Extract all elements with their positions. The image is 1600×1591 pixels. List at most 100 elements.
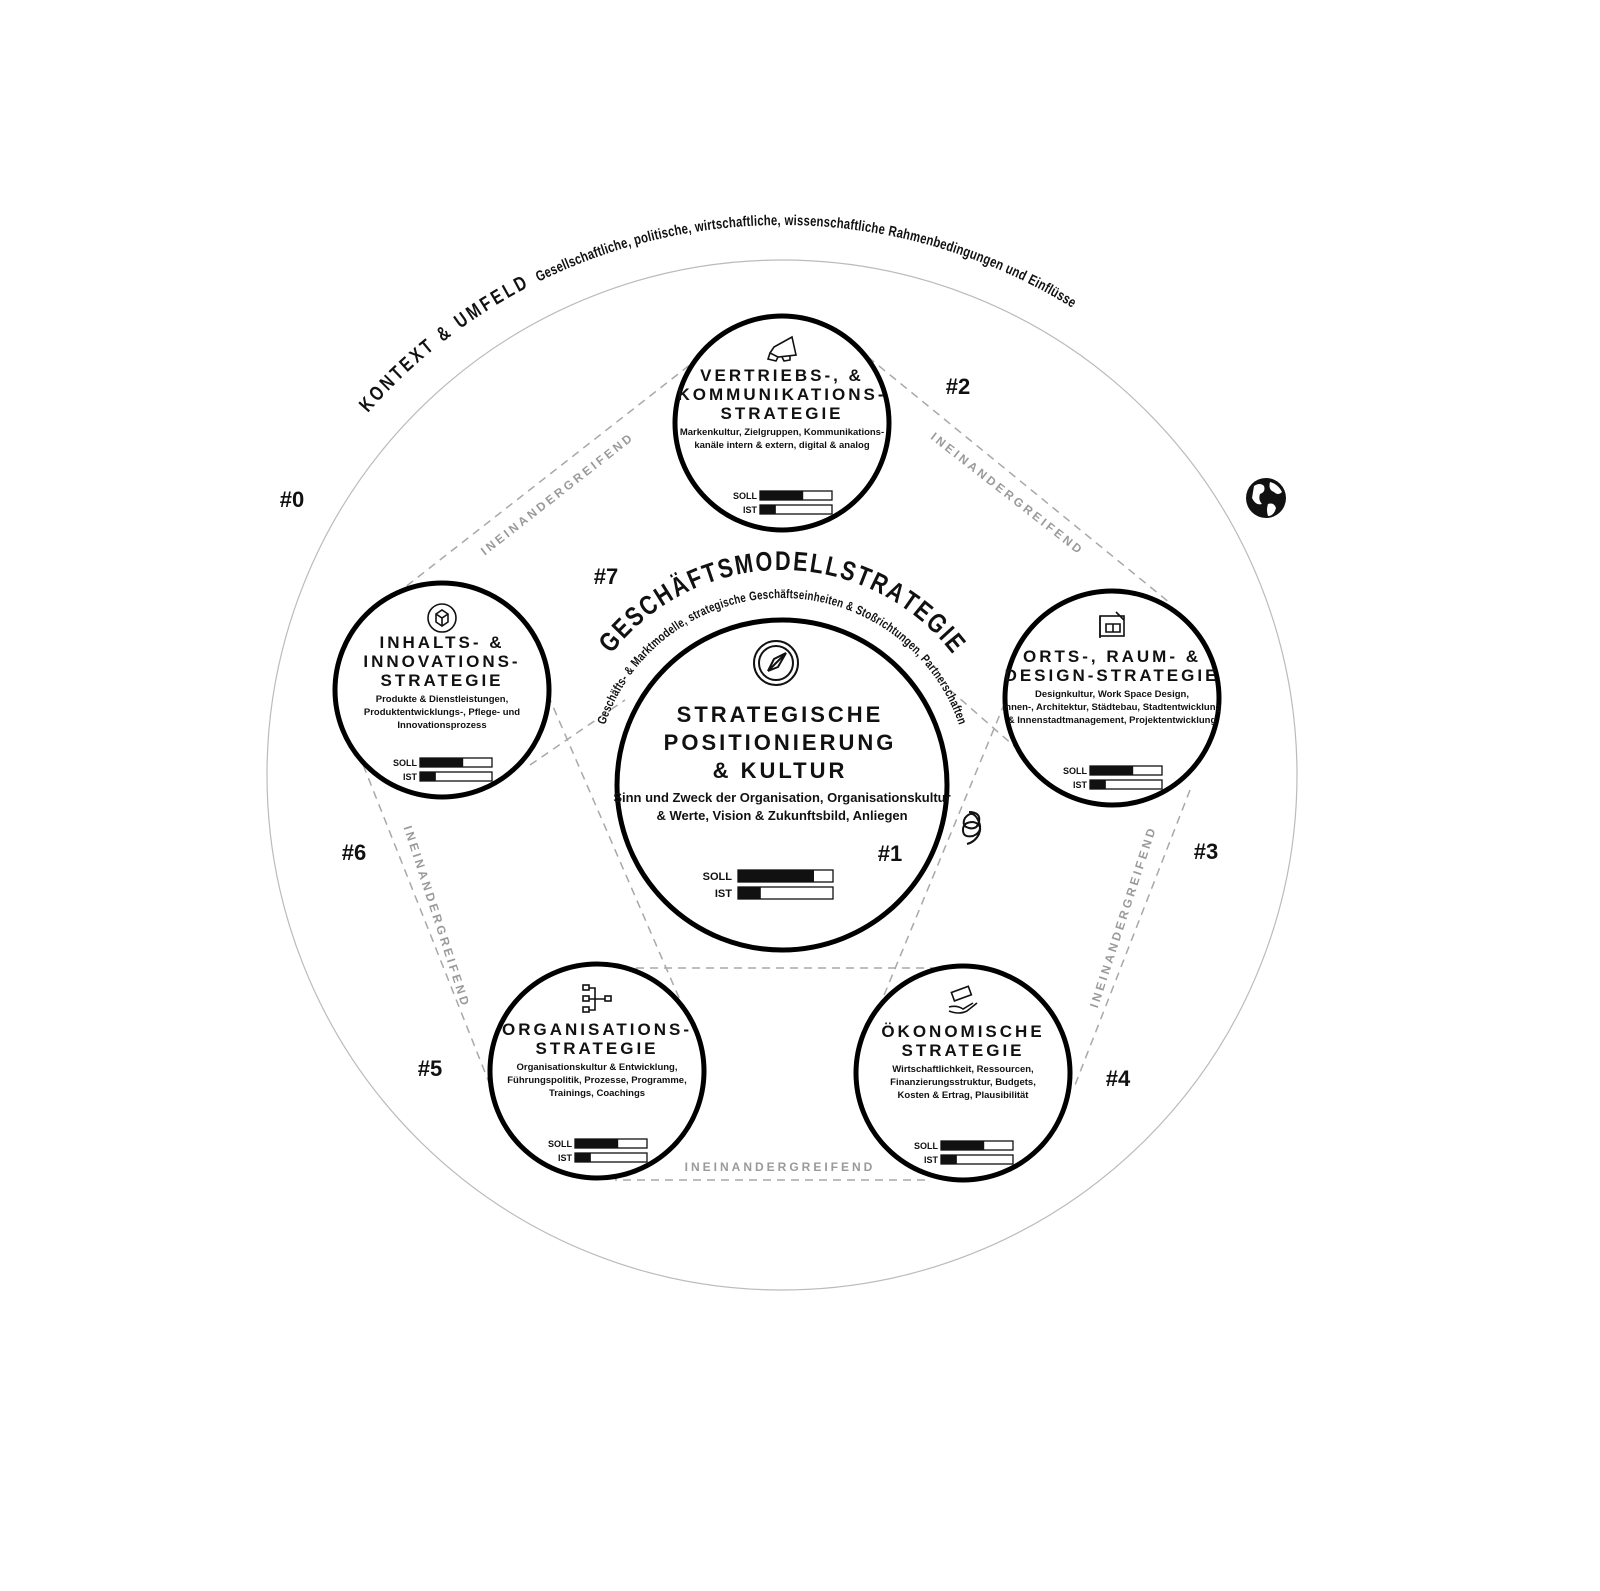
arc-letter: c [768,588,774,602]
arc-letter: l [599,241,607,258]
arc-letter: i [602,240,610,257]
arc-letter: s [803,212,810,229]
center-title-line: & KULTUR [713,758,848,783]
innovation-cycle-icon [427,603,457,633]
strategy-title-line: VERTRIEBS-, & [700,366,864,385]
arc-letter: l [670,621,680,634]
ist-label: IST [715,888,732,900]
bar-fill [941,1141,985,1150]
ist-bar [419,771,493,782]
arc-letter: , [680,615,689,628]
bar-fill [760,491,804,500]
number-1: #1 [878,841,902,866]
strategy-circle-3: ORTS-, RAUM- &DESIGN-STRATEGIEDesignkult… [1002,588,1222,808]
arc-letter: D [775,547,791,577]
strategy-desc-line: Produkte & Dienstleistungen, [376,694,509,705]
arc-letter: e [798,589,805,603]
arc-letter: e [830,595,839,609]
strategy-desc-line: Organisationskultur & Entwicklung, [517,1062,678,1073]
arc-letter: t [691,609,700,623]
soll-label: SOLL [914,1141,939,1151]
bar-fill [738,887,761,899]
arc-letter: a [698,604,709,619]
arc-letter: t [595,242,605,259]
arc-letter: i [793,212,797,229]
arc-letter: h [612,236,624,254]
strategy-title-line: STRATEGIE [901,1041,1024,1060]
arc-letter: ß [868,611,880,626]
arc-letter: t [859,606,868,620]
arc-letter: r [937,679,951,690]
arc-letter: f [611,684,624,694]
number-6: #6 [342,840,366,865]
soll-label: SOLL [393,758,418,768]
arc-letter: O [754,547,773,578]
arc-letter: t [746,213,751,230]
arc-letter: l [559,256,568,273]
arc-letter: h [944,693,959,705]
arc-letter: e [756,589,763,603]
arc-letter: a [843,215,852,232]
strategy-ring [672,313,892,533]
center-title-line: POSITIONIERUNG [664,730,897,755]
arc-letter: s [762,588,769,602]
arc-letter: e [918,229,928,247]
number-4: #4 [1106,1066,1131,1091]
arc-letter: i [703,217,708,234]
ist-label: IST [403,772,418,782]
arc-letter: , [777,212,780,229]
arc-letter: h [673,221,683,239]
arc-letter: e [598,709,612,719]
context-circle [266,259,1298,1291]
blueprint-icon [1099,611,1125,638]
bar-fill [1090,766,1134,775]
arc-letter: e [952,711,966,721]
arc-letter: n [954,716,969,726]
soll-label: SOLL [703,871,733,883]
number-2: #2 [946,374,970,399]
arc-letter: i [824,593,830,607]
arc-letter: w [784,212,795,229]
arc-letter: f [786,588,790,601]
arc-letter: n [954,240,966,258]
strategy-ring [487,961,707,1181]
arc-letter: c [727,594,736,608]
arc-letter: c [757,212,764,229]
arc-letter: i [649,227,656,244]
strategy-desc-line: Führungspolitik, Prozesse, Programme, [507,1075,686,1086]
strategy-circle-4: ÖKONOMISCHESTRATEGIEWirtschaftlichkeit, … [853,963,1073,1183]
arc-letter: e [675,616,687,630]
arc-letter: n [807,590,815,604]
arc-letter: h [813,591,821,605]
globe-icon [1246,478,1286,518]
money-hand-icon [948,985,978,1014]
arc-letter: t [951,707,965,715]
arc-letter: l [857,217,862,234]
arc-letter: s [660,224,670,242]
ist-bar [1089,779,1163,790]
bar-fill [738,870,814,882]
arc-letter: S [853,604,865,619]
arc-letter: i [656,225,663,242]
connector-label: INEINANDERGREIFEND [928,430,1087,558]
strategy-title-line: INHALTS- & [379,633,504,652]
strategy-title-line: KOMMUNIKATIONS- [678,385,887,404]
soll-bar [759,490,833,501]
bar-fill [575,1153,591,1162]
arc-letter: r [873,614,884,628]
arc-letter: t [853,216,860,233]
arc-letter: f [591,244,601,261]
arc-letter: t [789,588,793,602]
arc-letter: t [645,641,657,653]
center-strategy: STRATEGISCHE POSITIONIERUNG & KULTUR Sin… [613,617,951,953]
strategy-desc-line: Kosten & Ertrag, Plausibilität [898,1090,1030,1101]
arc-letter: e [810,212,817,229]
ist-label: IST [558,1153,573,1163]
arc-letter: i [753,212,757,229]
center-title-line: STRATEGISCHE [677,702,884,727]
arc-letter: l [750,212,754,229]
ist-bar [940,1154,1014,1165]
ist-label: IST [1073,780,1088,790]
arc-letter: , [687,219,693,236]
ist-label: IST [924,1155,939,1165]
